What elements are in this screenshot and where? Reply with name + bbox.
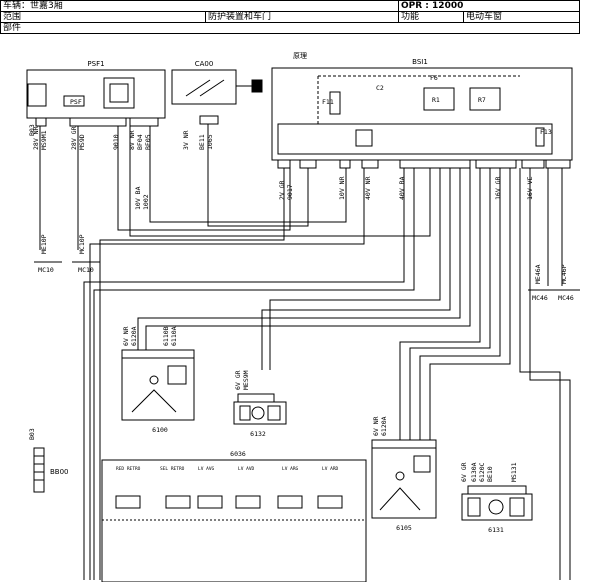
part-cell: 部件 — [0, 22, 580, 34]
conn-6105: 6V NR — [372, 416, 380, 436]
wire-9010: 9010 — [112, 134, 120, 150]
bsi1-module — [271, 67, 573, 161]
conn-bsi-a: 10V BA — [134, 186, 142, 210]
me10p-label: ME10P — [40, 234, 48, 254]
psf1-label: PSF1 — [87, 60, 104, 68]
ca00-switch — [171, 69, 263, 125]
ground-symbols — [34, 261, 580, 291]
conn-6132: 6V GR — [234, 370, 242, 390]
mc46p-label: MC46P — [560, 264, 568, 284]
conn-psf1-left: 28V NR — [32, 126, 40, 150]
conn-bsi-f: 16V GR — [494, 176, 502, 200]
r1-label: R1 — [432, 96, 440, 104]
wire-bf05: BF05 — [144, 134, 152, 150]
f11-label: F11 — [322, 98, 334, 106]
sub-lv-arg: LV ARG — [282, 466, 299, 472]
sub-lv-avd: LV AVD — [238, 466, 255, 472]
battery-bb00 — [33, 447, 45, 493]
wire-be10: BE10 — [486, 466, 494, 482]
motor-6100 — [121, 349, 195, 421]
label-6100: 6100 — [152, 426, 168, 434]
conn-6100: 6V NR — [122, 326, 130, 346]
wire-6130a: 6130A — [470, 462, 478, 482]
motor-6105 — [371, 439, 437, 519]
principle-label: 原理 — [293, 52, 307, 60]
wire-ms9m1: MS9M1 — [40, 130, 48, 150]
b03-label-top: B03 — [28, 124, 36, 136]
conn-bsi-d: 40V NR — [364, 176, 372, 200]
wire-ms9d: MS9D — [78, 134, 86, 150]
bsi-connectors — [277, 159, 571, 169]
mc10p-label: MC10P — [78, 234, 86, 254]
ca00-label: CA00 — [195, 60, 214, 68]
sub-lv-avg: LV AVG — [198, 466, 215, 472]
wire-6120a-right: 6120A — [380, 416, 388, 436]
conn-bsi-b: 2V GR — [278, 180, 286, 200]
sub-lv-ard: LV ARD — [322, 466, 339, 472]
conn-psf1-mid: 28V GR — [70, 126, 78, 150]
title-block: 车辆：世嘉3厢 OPR : 12000 范围 防护装置和车门 功能 电动车窗 部… — [0, 0, 580, 48]
wire-ms131: MS131 — [510, 462, 518, 482]
label-6105: 6105 — [396, 524, 412, 532]
harness-lines — [39, 124, 571, 580]
b03-label-bottom: B03 — [28, 428, 36, 440]
wire-mes9m-left: MES9M — [242, 370, 250, 390]
c2-label: C2 — [376, 84, 384, 92]
mc46a-label: MC46 — [532, 294, 548, 302]
conn-psf1-right: 8V NR — [128, 130, 136, 150]
f13-label: F13 — [540, 128, 552, 136]
wire-6110b-left: 6110B — [162, 326, 170, 346]
wire-6110a-left: 6110A — [170, 326, 178, 346]
wire-1065: 1065 — [206, 134, 214, 150]
f6-label: F6 — [430, 74, 438, 82]
sub-sel-retro: SEL RETRO — [160, 466, 185, 472]
switch-panel-6036 — [101, 459, 367, 582]
label-6132: 6132 — [250, 430, 266, 438]
conn-ca00: 3V NR — [182, 130, 190, 150]
wire-bf04: BF04 — [136, 134, 144, 150]
r7-label: R7 — [478, 96, 486, 104]
label-6036: 6036 — [230, 450, 246, 458]
label-6131: 6131 — [488, 526, 504, 534]
psf1-module — [26, 69, 166, 127]
mc46b-label: MC46 — [558, 294, 574, 302]
wire-6120c: 6120C — [478, 462, 486, 482]
conn-bsi-c: 10V NR — [338, 176, 346, 200]
sub-red-retro: RED RETRO — [116, 466, 141, 472]
wire-be11: BE11 — [198, 134, 206, 150]
conn-bsi-e: 40V BA — [398, 176, 406, 200]
conn-6131: 6V GR — [460, 462, 468, 482]
motor-6132 — [233, 393, 287, 425]
bsi1-label: BSI1 — [412, 58, 428, 66]
psf1-f-label: PSF — [70, 98, 82, 106]
mc10a-label: MC10 — [38, 266, 54, 274]
bb00-label: BB00 — [50, 468, 69, 476]
mc10b-label: MC10 — [78, 266, 94, 274]
motor-6131 — [461, 485, 533, 521]
wire-6120a-left: 6120A — [130, 326, 138, 346]
wire-1002: 1002 — [142, 194, 150, 210]
me46a-label: ME46A — [534, 264, 542, 284]
